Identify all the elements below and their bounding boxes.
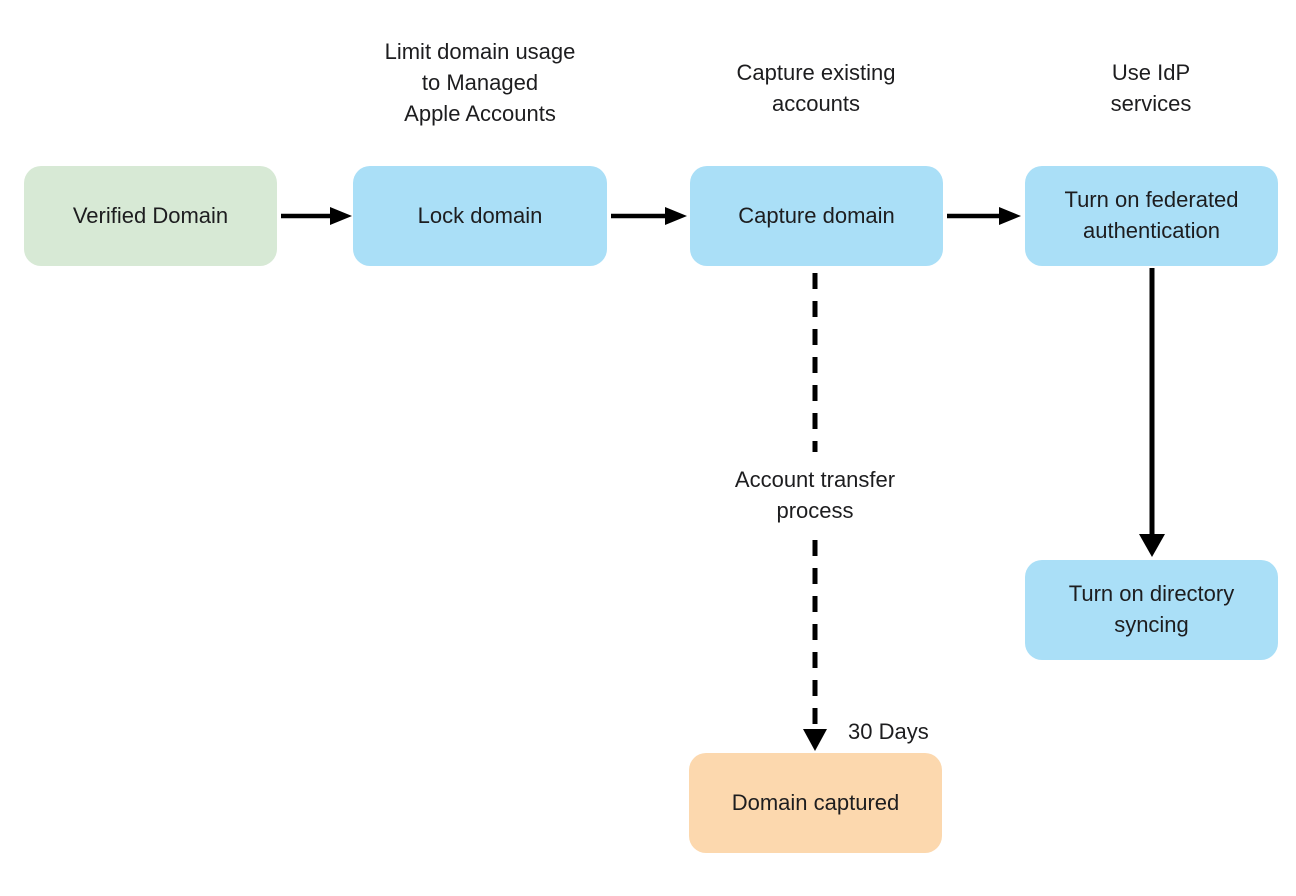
arrow-lock-to-capture bbox=[611, 207, 687, 225]
node-capture-domain: Capture domain bbox=[690, 166, 943, 266]
node-turn-on-federated-authentication: Turn on federated authentication bbox=[1025, 166, 1278, 266]
arrow-federated-to-directory bbox=[1139, 268, 1165, 557]
annotation-capture-existing-accounts: Capture existing accounts bbox=[736, 60, 896, 117]
annotation-30-days: 30 Days bbox=[848, 719, 929, 744]
arrow-verified-to-lock bbox=[281, 207, 352, 225]
node-lock-domain: Lock domain bbox=[353, 166, 607, 266]
node-domain-captured: Domain captured bbox=[689, 753, 942, 853]
annotation-use-idp-services: Use IdP services bbox=[1110, 60, 1192, 117]
annotation-limit-domain-usage: Limit domain usage to Managed Apple Acco… bbox=[384, 39, 576, 127]
annotation-account-transfer-process: Account transfer process bbox=[734, 467, 896, 524]
node-turn-on-directory-syncing: Turn on directory syncing bbox=[1025, 560, 1278, 660]
arrow-capture-to-federated bbox=[947, 207, 1021, 225]
node-verified-domain: Verified Domain bbox=[24, 166, 277, 266]
